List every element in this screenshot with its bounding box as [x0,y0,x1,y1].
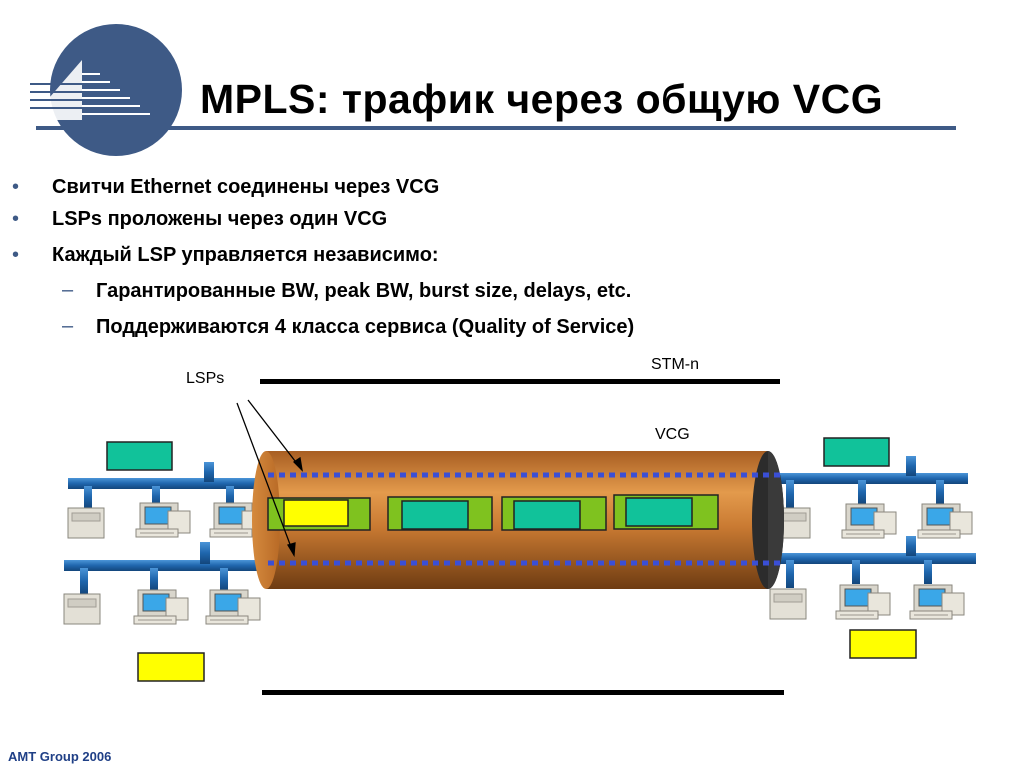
packet-teal [625,497,693,527]
footer-text: AMT Group 2006 [8,749,112,764]
lsp-arrows [236,399,303,558]
bullet-text: LSPs проложены через один VCG [52,208,388,230]
left-lan-upper [67,462,268,539]
sub-bullet-text: Поддерживаются 4 класса сервиса (Quality… [96,316,635,338]
stm-label: STM-n [651,356,699,373]
title-underline [36,126,956,130]
bullet-item: • Свитчи Ethernet соединены через VCG [12,176,440,199]
company-logo [30,24,182,156]
sub-bullet-marker: – [62,315,74,337]
sub-bullet-text: Гарантированные BW, peak BW, burst size,… [96,280,632,302]
right-lan-lower [769,536,976,620]
pipe-packets [267,494,719,531]
yellow-box-left [137,652,205,682]
bullet-item: • LSPs проложены через один VCG [12,208,388,231]
packet-yellow [283,499,349,527]
packet-teal [401,500,469,530]
sub-bullet-item: – Поддерживаются 4 класса сервиса (Quali… [62,315,635,339]
packet-teal [513,500,581,530]
stm-bottom-line [262,690,784,695]
slide-title: MPLS: трафик через общую VCG [200,76,884,122]
bullet-item: • Каждый LSP управляется независимо: [12,244,439,267]
lsps-label: LSPs [186,370,225,387]
right-lan-upper [773,456,973,539]
bullet-marker: • [12,244,20,266]
teal-box-right [823,437,890,467]
bullet-marker: • [12,176,20,198]
sub-bullet-marker: – [62,279,74,301]
sub-bullet-item: – Гарантированные BW, peak BW, burst siz… [62,279,632,303]
teal-box-left [106,441,173,471]
yellow-box-right [849,629,917,659]
stm-top-line [260,379,780,384]
left-lan-lower [63,542,264,625]
bullet-text: Свитчи Ethernet соединены через VCG [52,176,440,198]
vcg-label: VCG [655,426,690,443]
bullet-text: Каждый LSP управляется независимо: [52,244,439,266]
bullet-marker: • [12,208,20,230]
